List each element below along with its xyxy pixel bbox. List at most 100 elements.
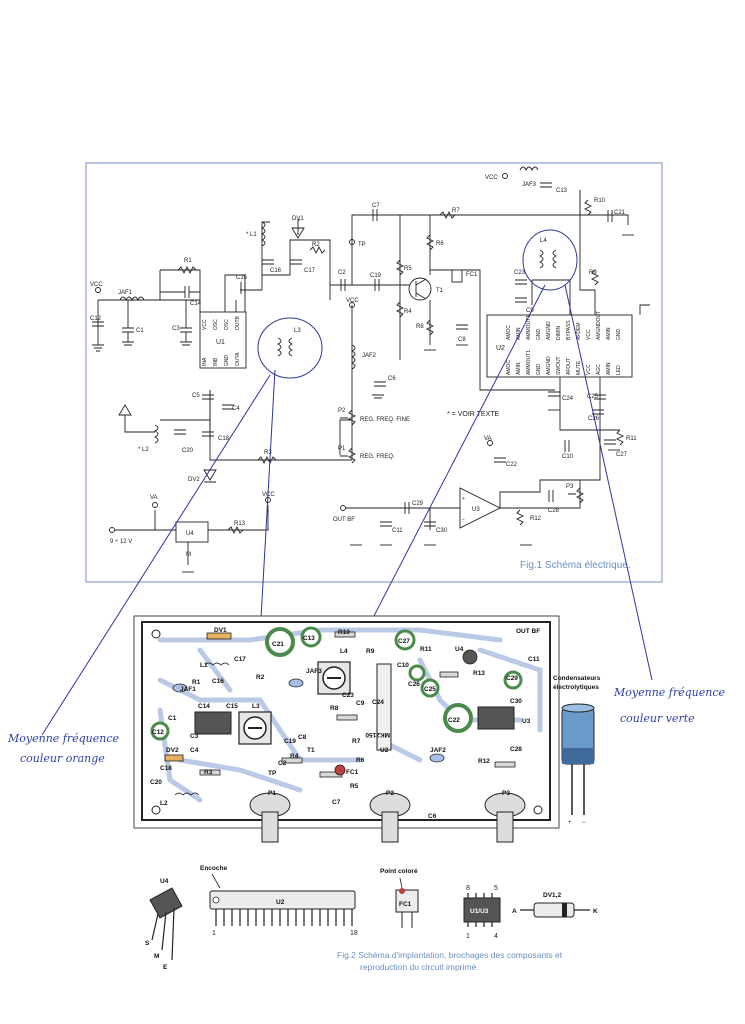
pcb-label: R10 xyxy=(338,629,350,636)
u2-pin-top: DIMIN xyxy=(556,325,562,340)
fig2-caption-2: reproduction du circuit imprimé. xyxy=(360,962,479,972)
u1-pin-bottom: GND xyxy=(224,355,230,367)
u1-pin-top: OUTB xyxy=(235,315,241,330)
pcb-label: C25 xyxy=(424,686,436,693)
u2-pin-bottom: AMIN xyxy=(606,362,612,375)
out-bf-terminal xyxy=(340,505,346,511)
p1-label: P1 xyxy=(338,446,346,452)
pinout-u2-body xyxy=(209,890,356,910)
c13-label: C13 xyxy=(556,188,568,194)
pinout-dip-pin5: 5 xyxy=(494,885,498,892)
r6-label: R6 xyxy=(436,241,444,247)
u2-pin-top: GND xyxy=(536,329,542,341)
u1-pin-top: OSC xyxy=(224,319,230,330)
r13-label: R13 xyxy=(234,521,246,527)
fc1-label: FC1 xyxy=(466,272,478,278)
dv1-label: DV1 xyxy=(292,216,304,222)
elec-caps-label-1: Condensateurs xyxy=(553,675,601,682)
u2-pin-bottom: AGC xyxy=(596,364,602,375)
pcb-label: C17 xyxy=(234,656,246,663)
jaf3-label: JAF3 xyxy=(522,182,537,188)
cap-minus: − xyxy=(582,820,586,826)
c26-label: C26 xyxy=(588,416,600,422)
pcb-label: P1 xyxy=(268,790,276,797)
u2-pin-bottom: SWOUT xyxy=(556,356,562,375)
u4-label: U4 xyxy=(186,531,194,537)
t1-label: T1 xyxy=(436,288,444,294)
u1-pin-bottom: OUTA xyxy=(235,352,241,366)
annotation-right-1: Moyenne fréquence xyxy=(613,686,726,699)
pcb-label: R7 xyxy=(352,738,361,745)
pcb-marking: MK2150 xyxy=(365,731,390,738)
u2-pin-bottom: AMGND xyxy=(546,356,552,375)
l2-label: * L2 xyxy=(138,447,149,453)
u2-pin-top: AMOC xyxy=(506,325,512,340)
u3-label: U3 xyxy=(472,507,480,513)
pcb-label: C21 xyxy=(272,641,284,648)
c9-label: C9 xyxy=(526,308,534,314)
reg-freq-label: REG. FREQ. xyxy=(360,454,395,460)
c22-label: C22 xyxy=(506,462,518,468)
pen-circle-l4 xyxy=(522,229,578,291)
c18-label: C18 xyxy=(218,436,230,442)
antenna-icon xyxy=(118,404,155,433)
m-label: M xyxy=(186,552,191,558)
pinout-u4-pin-e: E xyxy=(163,964,168,971)
jaf2-label: JAF2 xyxy=(362,353,377,359)
pcb-label: C4 xyxy=(190,747,199,754)
pcb-label: C13 xyxy=(303,635,315,642)
pinout-u4-pin-m: M xyxy=(154,953,159,960)
capacitors: C1 C3 C14 C15 C16 C17 C2 C19 C7 C5 C4 C1… xyxy=(90,182,628,534)
pcb-label: L2 xyxy=(160,800,168,807)
pinout-dip-pin4: 4 xyxy=(494,933,498,940)
potentiometers: P2 P1 P3 xyxy=(338,408,585,504)
pcb-label: C23 xyxy=(342,692,354,699)
u2-pin-bottom: VCC xyxy=(586,364,592,375)
c25-label: C25 xyxy=(587,394,599,400)
u2-pin-bottom: AFOUT xyxy=(566,358,572,375)
out-bf-label: OUT BF xyxy=(333,517,355,523)
p3-label: P3 xyxy=(566,484,574,490)
pcb-label: R9 xyxy=(366,648,375,655)
u2-pin-bottom: AMOC xyxy=(506,360,512,375)
pcb-label: JAF3 xyxy=(306,668,322,675)
pcb-label: C2 xyxy=(278,760,287,767)
u2-pin-top: AMGNDOUT xyxy=(596,311,602,340)
pcb-label: C19 xyxy=(284,738,296,745)
pcb-label: U2 xyxy=(380,747,389,754)
c12-label: C12 xyxy=(90,316,102,322)
c29-label: C29 xyxy=(412,501,424,507)
u2-pin-bottom: AMIN xyxy=(516,362,522,375)
fc1-filter xyxy=(451,269,463,283)
pcb-label: L1 xyxy=(200,662,208,669)
u2-pin-top: GND xyxy=(616,329,622,341)
pinout-diode-k: K xyxy=(593,908,598,915)
pcb-figure: MK2150 xyxy=(133,615,601,843)
fig1-caption: Fig.1 Schéma électrique. xyxy=(520,560,631,571)
inductors: JAF1 * L1 JAF2 JAF3 * L2 L3 L4 xyxy=(118,166,558,453)
r1-label: R1 xyxy=(184,258,192,264)
pcb-label: C18 xyxy=(160,765,172,772)
u2-chip xyxy=(486,314,633,378)
pinout-u4-body xyxy=(149,887,183,919)
pinouts: U4 S M E Encoche U2 1 18 Point coloré FC… xyxy=(145,865,598,972)
u2-pin-bottom: GND xyxy=(536,364,542,376)
pcb-label: C11 xyxy=(528,656,540,663)
pinout-encoche-label: Encoche xyxy=(200,865,227,872)
pcb-label: R4 xyxy=(290,753,299,760)
vcc-label-4: VCC xyxy=(262,492,275,498)
pcb-label: C1 xyxy=(168,715,177,722)
u2-pin-bottom: MUTE xyxy=(576,360,582,375)
pcb-label: C10 xyxy=(397,662,409,669)
c11-label: C11 xyxy=(392,528,403,534)
pcb-label: C20 xyxy=(150,779,162,786)
c15-label: C15 xyxy=(236,275,248,281)
annotation-left-2: couleur orange xyxy=(20,752,105,765)
u3-plus: + xyxy=(462,496,465,502)
vcc-terminal-2 xyxy=(502,173,508,179)
cap-plus: + xyxy=(568,820,572,826)
